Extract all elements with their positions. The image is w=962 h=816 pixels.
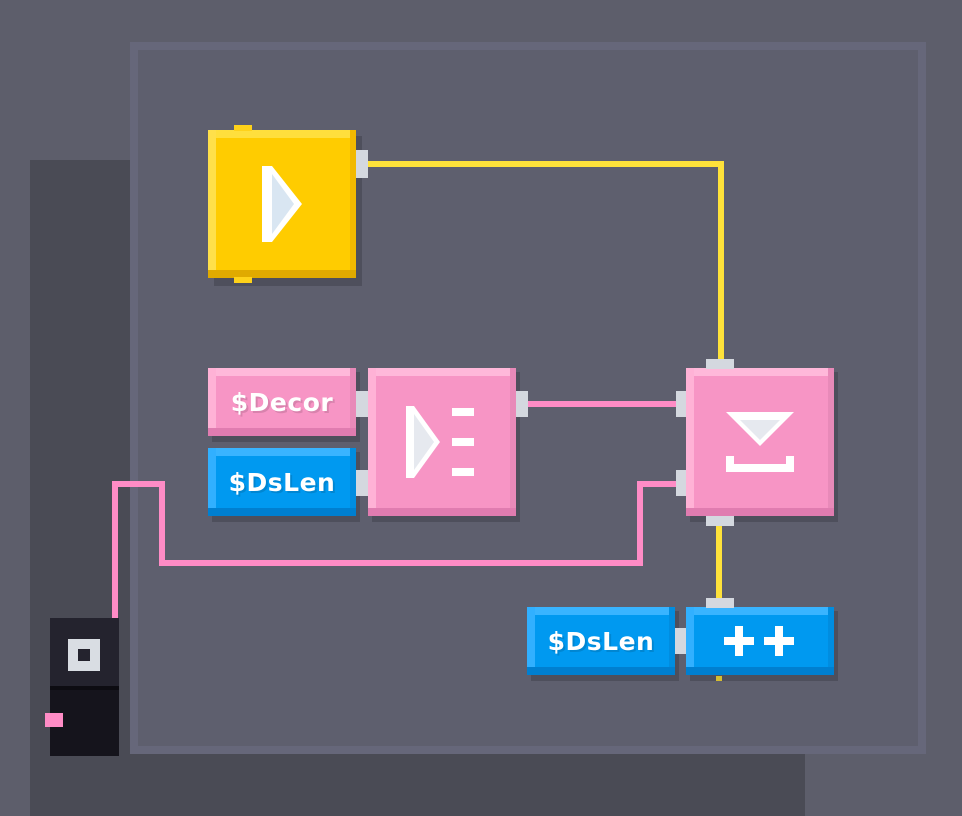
play-icon xyxy=(262,166,302,242)
decor-variable-label: $Decor xyxy=(230,387,334,417)
start-bottom-tab xyxy=(234,277,252,283)
source-device[interactable] xyxy=(50,618,119,756)
increment-flow-in-port[interactable] xyxy=(706,598,734,608)
drop-item-in-port[interactable] xyxy=(676,391,686,417)
drop-block[interactable] xyxy=(686,368,834,516)
drop-flow-in-port[interactable] xyxy=(706,359,734,369)
dslen-input-variable[interactable]: $DsLen xyxy=(208,448,356,516)
dslen-counter-label: $DsLen xyxy=(547,626,655,656)
decor-output-port[interactable] xyxy=(356,391,368,417)
square-icon xyxy=(68,639,100,671)
decor-variable[interactable]: $Decor xyxy=(208,368,356,436)
plus-plus-icon xyxy=(724,626,794,656)
start-block[interactable] xyxy=(208,130,356,278)
dslen-counter-variable[interactable]: $DsLen xyxy=(527,607,675,675)
drop-target-in-port[interactable] xyxy=(676,470,686,496)
source-port[interactable] xyxy=(45,713,63,727)
start-top-tab xyxy=(234,125,252,131)
start-output-port[interactable] xyxy=(356,150,368,178)
increment-block[interactable] xyxy=(686,607,834,675)
source-device-bottom-edge xyxy=(50,686,119,690)
list-index-block[interactable] xyxy=(368,368,516,516)
drop-flow-out-port[interactable] xyxy=(706,516,734,526)
drop-into-icon xyxy=(726,412,794,472)
dslen-input-output-port[interactable] xyxy=(356,470,368,496)
board-shadow-bottom xyxy=(30,745,805,816)
play-list-icon xyxy=(406,406,474,478)
dslen-input-label: $DsLen xyxy=(228,467,336,497)
dslen-counter-output-port[interactable] xyxy=(675,628,687,654)
list-index-output-port[interactable] xyxy=(516,391,528,417)
